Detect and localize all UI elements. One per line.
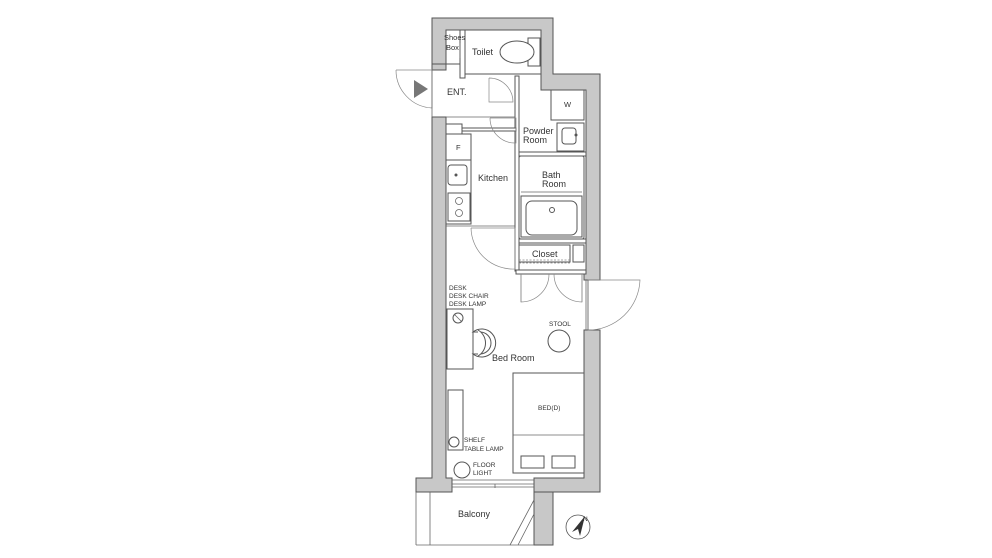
label-balcony: Balcony: [458, 509, 491, 519]
label-entrance: ENT.: [447, 87, 467, 97]
closet-panel: [572, 244, 585, 263]
fridge: [445, 133, 472, 161]
labels: Shoes Box Toilet ENT. W Powder Room F Ki…: [444, 33, 572, 519]
closet-door-right: [553, 273, 583, 303]
bedroom-area: [446, 308, 585, 479]
side-door-swing: [587, 279, 641, 331]
shelf: [447, 389, 464, 451]
toilet-door-swing: [488, 77, 514, 103]
label-desk-lamp: DESK LAMP: [449, 301, 486, 308]
label-powder: Powder: [523, 126, 554, 136]
pillow-right: [551, 455, 576, 469]
stool: [547, 329, 571, 353]
label-bed-room: Bed Room: [492, 353, 535, 363]
label-bed: BED(D): [538, 405, 560, 412]
basin: [561, 127, 577, 145]
north-arrow-icon: [572, 516, 585, 536]
bathtub: [525, 200, 578, 236]
walls: [415, 17, 601, 546]
label-toilet: Toilet: [472, 47, 494, 57]
powder-area: [489, 89, 585, 177]
stove: [447, 192, 471, 222]
label-desk: DESK: [449, 285, 467, 292]
label-bath: Bath: [542, 170, 561, 180]
wall-left-stub: [431, 63, 447, 71]
label-desk-chair: DESK CHAIR: [449, 293, 489, 300]
entrance-area: [395, 29, 542, 118]
label-box: Box: [446, 43, 459, 52]
wall-entry-step: [461, 127, 517, 132]
partition-closet-bottom: [515, 269, 587, 275]
table-lamp: [448, 436, 460, 448]
closet-area: [518, 244, 585, 303]
label-closet: Closet: [532, 249, 558, 259]
wall-left: [415, 116, 453, 493]
closet: [518, 244, 571, 263]
label-shelf: SHELF: [464, 437, 485, 444]
label-washer: W: [564, 100, 572, 109]
label-stool: STOOL: [549, 321, 571, 328]
compass-n-label: N: [583, 516, 588, 523]
label-bath-room: Room: [542, 179, 566, 189]
label-light: LIGHT: [473, 470, 492, 477]
kitchen-area: [445, 133, 516, 270]
partition-bath-left: [514, 75, 520, 272]
desk-chair: [471, 328, 497, 358]
closet-door-left: [520, 273, 550, 303]
balcony-area: [415, 479, 535, 546]
partition-kitchen-top: [445, 123, 463, 135]
side-door: [585, 279, 641, 331]
label-table-lamp: TABLE LAMP: [464, 446, 504, 453]
pillow-left: [520, 455, 545, 469]
entry-arrow-icon: [414, 80, 428, 98]
bath-area: [518, 155, 585, 240]
kitchen-door-swing: [470, 227, 516, 270]
label-floor: FLOOR: [473, 462, 496, 469]
wall-balcony: [533, 491, 554, 546]
toilet-bowl: [499, 40, 535, 64]
label-kitchen: Kitchen: [478, 173, 508, 183]
desk-chair-back: [477, 329, 487, 357]
powder-door-swing: [489, 117, 517, 144]
floor-light: [453, 461, 471, 479]
label-powder-room: Room: [523, 135, 547, 145]
compass: N: [565, 514, 591, 540]
label-shoes: Shoes: [444, 33, 466, 42]
partition-bath-bottom: [518, 238, 587, 244]
washer: [550, 89, 585, 121]
label-fridge: F: [456, 143, 461, 152]
partition-bath-top: [518, 151, 587, 157]
